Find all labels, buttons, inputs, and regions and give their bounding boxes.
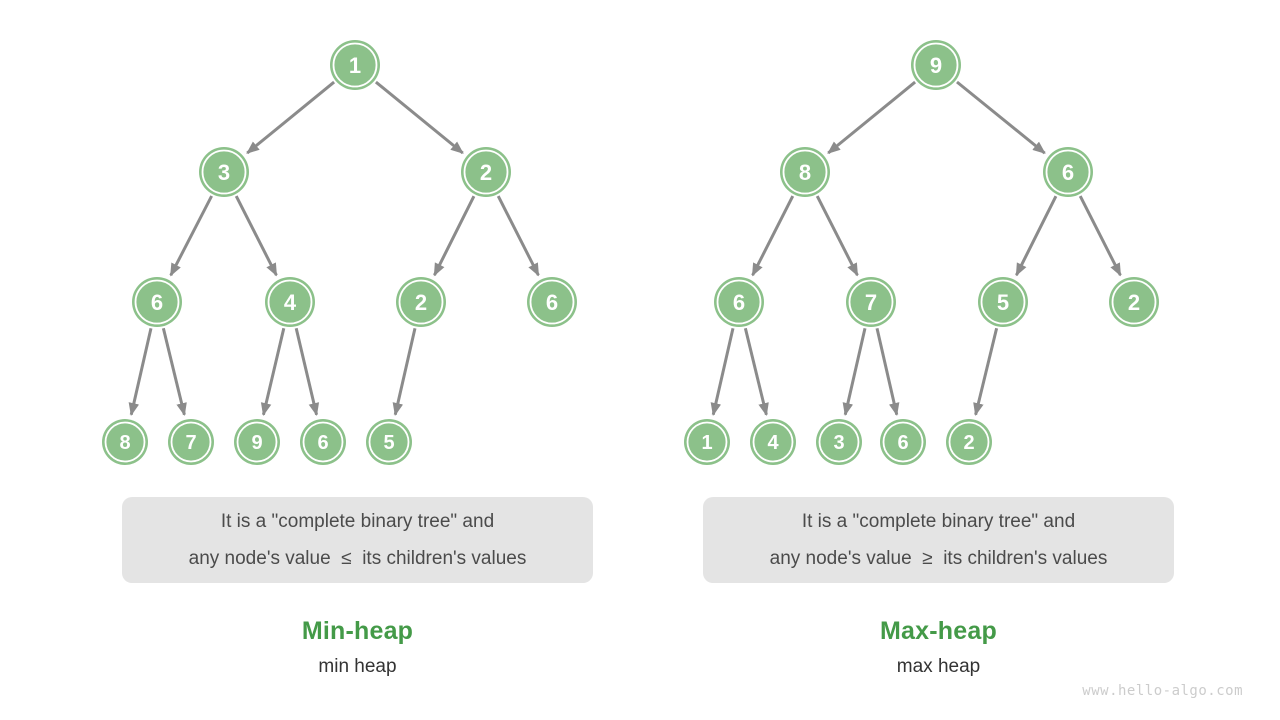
tree-edge: [815, 195, 859, 277]
tree-edge: [128, 327, 153, 416]
tree-node: 2: [946, 419, 992, 465]
caption-line-1: It is a "complete binary tree" and: [220, 511, 495, 532]
max-heap-caption-box: It is a "complete binary tree" and any n…: [703, 497, 1174, 583]
tree-edge: [234, 195, 278, 277]
tree-node-value: 2: [415, 290, 427, 315]
caption-line-2: any node's value ≥ its children's values: [769, 548, 1108, 569]
max-heap-subtitle: max heap: [896, 656, 981, 677]
tree-node-value: 1: [701, 432, 712, 454]
tree-edge: [433, 195, 476, 277]
tree-node-value: 3: [833, 432, 844, 454]
tree-node-value: 1: [349, 53, 361, 78]
tree-edge: [827, 80, 917, 155]
tree-node: 6: [300, 419, 346, 465]
tree-node: 7: [168, 419, 214, 465]
tree-node-value: 8: [799, 160, 811, 185]
tree-edge: [973, 327, 999, 417]
tree-node-value: 2: [1128, 290, 1140, 315]
tree-edge: [1078, 195, 1122, 277]
tree-node: 5: [978, 277, 1028, 327]
tree-node: 1: [330, 40, 380, 90]
tree-node: 3: [199, 147, 249, 197]
tree-node-value: 7: [185, 432, 196, 454]
tree-edge: [710, 327, 735, 416]
tree-node-value: 4: [767, 432, 779, 454]
tree-edge: [956, 80, 1046, 155]
tree-edge: [743, 327, 769, 417]
caption-line-1: It is a "complete binary tree" and: [801, 511, 1076, 532]
tree-node: 4: [265, 277, 315, 327]
tree-node: 2: [396, 277, 446, 327]
max-heap-title: Max-heap: [880, 617, 997, 645]
tree-node: 6: [132, 277, 182, 327]
watermark: www.hello-algo.com: [1082, 683, 1243, 699]
tree-node-value: 2: [963, 432, 974, 454]
tree-edge: [260, 327, 286, 417]
tree-node-value: 6: [897, 432, 908, 454]
tree-node: 9: [911, 40, 961, 90]
tree-edge: [842, 327, 867, 416]
tree-edge: [1015, 195, 1058, 277]
tree-edge: [392, 327, 417, 416]
tree-node: 7: [846, 277, 896, 327]
tree-node-value: 6: [733, 290, 745, 315]
tree-edge: [496, 195, 540, 277]
min-heap-title: Min-heap: [301, 617, 414, 645]
tree-edge: [161, 327, 187, 417]
tree-node: 6: [714, 277, 764, 327]
tree-node-value: 2: [480, 160, 492, 185]
tree-node-value: 3: [218, 160, 230, 185]
min-heap-subtitle: min heap: [318, 656, 397, 677]
tree-node-value: 6: [1062, 160, 1074, 185]
tree-node: 3: [816, 419, 862, 465]
tree-node: 1: [684, 419, 730, 465]
tree-node: 8: [780, 147, 830, 197]
tree-edge: [294, 327, 320, 417]
tree-node: 5: [366, 419, 412, 465]
tree-node-value: 9: [251, 432, 262, 454]
tree-node: 8: [102, 419, 148, 465]
tree-node: 2: [461, 147, 511, 197]
tree-node-value: 6: [317, 432, 328, 454]
tree-node-value: 8: [119, 432, 130, 454]
tree-node-value: 6: [546, 290, 558, 315]
tree-node-value: 4: [284, 290, 297, 315]
tree-node: 6: [1043, 147, 1093, 197]
tree-node: 4: [750, 419, 796, 465]
tree-node: 2: [1109, 277, 1159, 327]
min-heap-caption-box: It is a "complete binary tree" and any n…: [122, 497, 593, 583]
caption-line-2: any node's value ≤ its children's values: [188, 548, 527, 569]
tree-edge: [246, 80, 336, 155]
tree-edge: [875, 327, 900, 416]
tree-node: 6: [527, 277, 577, 327]
tree-node-value: 5: [997, 290, 1009, 315]
tree-edge: [374, 80, 464, 155]
tree-node-value: 7: [865, 290, 877, 315]
tree-node: 9: [234, 419, 280, 465]
tree-edge: [169, 195, 213, 277]
tree-edge: [751, 195, 795, 277]
tree-node-value: 9: [930, 53, 942, 78]
tree-node-value: 5: [383, 432, 394, 454]
tree-node-value: 6: [151, 290, 163, 315]
tree-node: 6: [880, 419, 926, 465]
